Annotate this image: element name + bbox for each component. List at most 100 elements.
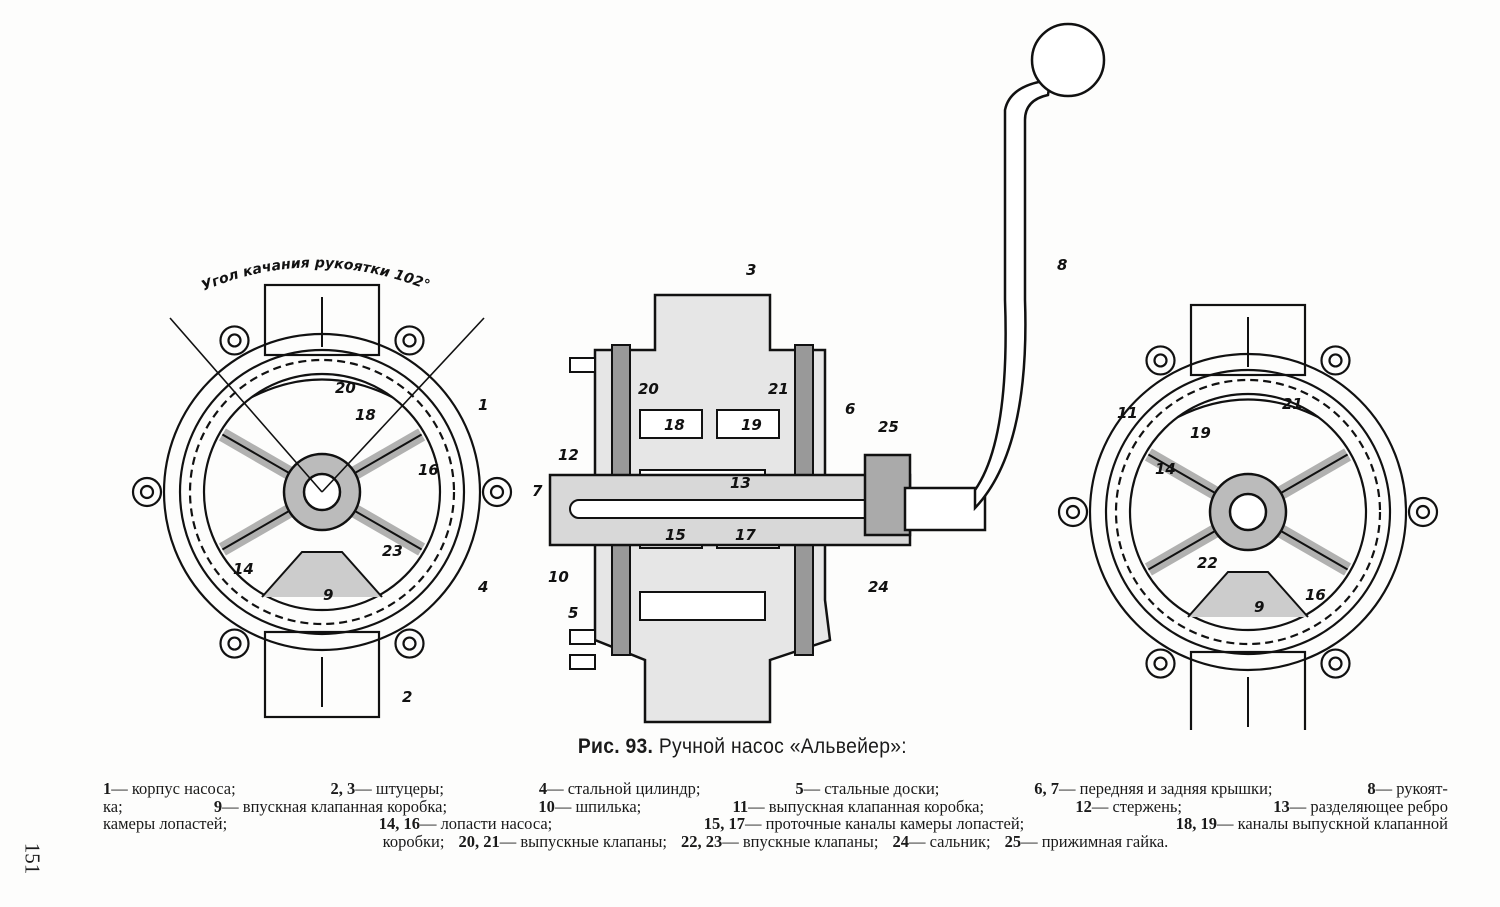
part-number-label: 16 (418, 461, 439, 479)
part-number-label: 18 (664, 416, 685, 434)
legend-part-description: — рукоят- (1375, 779, 1448, 798)
flange-lug (131, 476, 163, 508)
legend-part-number: 12 (1075, 796, 1092, 816)
legend-part-description: коробки; (382, 831, 445, 851)
figure-number: Рис. 93. (577, 735, 654, 758)
part-number-label: 13 (730, 474, 751, 492)
legend-part-number: 4 (538, 779, 548, 798)
part-number-label: 8 (1057, 256, 1067, 274)
legend-part-number: 20, 21 (458, 831, 500, 851)
legend-item: 2, 3— штуцеры; (331, 780, 444, 798)
part-number-label: 17 (735, 526, 756, 544)
outlet-port (263, 283, 381, 357)
part-number-label: 12 (558, 446, 579, 464)
legend-line: ка; 9— впускная клапанная коробка; 10— шпи… (103, 796, 1448, 816)
handle-knob (1030, 22, 1106, 98)
legend-part-number: 24 (892, 831, 909, 851)
legend-part-number: 11 (732, 796, 749, 816)
legend-part-number: 13 (1273, 796, 1290, 816)
legend-item: 10— шпилька; (538, 796, 642, 816)
part-number-label: 21 (1282, 395, 1303, 413)
part-number-label: 6 (845, 400, 855, 418)
part-number-label: 21 (768, 380, 789, 398)
legend-part-number: 14, 16 (378, 814, 420, 833)
flange-lug (1145, 648, 1176, 679)
part-number-label: 15 (665, 526, 686, 544)
legend-part-description: ка; (103, 796, 123, 816)
bolt-hole (1328, 353, 1343, 368)
legend-line: 1— корпус насоса;2, 3— штуцеры;4— стальн… (103, 780, 1448, 798)
legend-item: 4— стальной цилиндр; (539, 780, 701, 798)
legend-item: 18, 19— каналы выпускной клапанной (1176, 815, 1448, 833)
legend-item: 1— корпус насоса; (103, 780, 236, 798)
legend-item: 22, 23— впускные клапаны; (681, 831, 879, 851)
bolt-hole (139, 484, 155, 500)
flange-lug (1057, 496, 1089, 528)
cylinder-bore (202, 372, 442, 612)
legend-item: 24— сальник; (892, 831, 990, 851)
outlet-port (1189, 303, 1307, 377)
shaft (1228, 492, 1268, 532)
legend-part-description: — шпилька; (554, 796, 642, 816)
handle-lever (973, 78, 1052, 512)
legend-item: 13— разделяющее ребро (1273, 796, 1448, 816)
bolt-hole (1328, 656, 1343, 671)
part-number-label: 5 (568, 604, 578, 622)
pump-front-view-right (1057, 303, 1439, 730)
outlet-valve-box (1177, 398, 1319, 418)
bolt-hole (402, 636, 417, 651)
stud-bolt (569, 629, 596, 645)
part-number-label: 20 (638, 380, 659, 398)
legend-part-number: 25 (1004, 831, 1022, 851)
part-number-label: 2 (402, 688, 412, 706)
gland-nut (863, 453, 912, 537)
legend-part-description: — штуцеры; (355, 779, 444, 798)
inlet-chamber (639, 591, 766, 621)
legend-part-number: 15, 17 (703, 814, 745, 833)
part-number-label: 24 (868, 578, 889, 596)
legend-part-description: — каналы выпускной клапанной (1216, 814, 1448, 833)
part-number-label: 22 (1197, 554, 1218, 572)
legend-item: 20, 21— выпускные клапаны; (458, 831, 667, 851)
legend-part-description: — выпускные клапаны; (499, 831, 667, 851)
part-number-label: 10 (548, 568, 569, 586)
channel-19 (716, 409, 780, 439)
figure-title: Ручной насос «Альвейер»: (658, 735, 907, 758)
legend-part-description: камеры лопастей; (103, 814, 228, 833)
figure-caption: Рис. 93. Ручной насос «Альвейер»: (52, 735, 1432, 759)
legend-item: 9— впускная клапанная коробка; (214, 797, 447, 816)
part-number-label: 25 (878, 418, 899, 436)
part-number-label: 4 (477, 578, 488, 596)
angle-note: Угол качания рукоятки 102° (199, 255, 432, 294)
part-number-label: 7 (532, 482, 543, 500)
flange-lug (219, 628, 250, 659)
bolt-hole (489, 484, 505, 500)
flange-lug (1145, 345, 1176, 376)
part-number-label: 9 (1254, 598, 1264, 616)
legend-item: 15, 17— проточные каналы камеры лопастей… (704, 815, 1025, 833)
stud-bolt (569, 654, 596, 670)
legend-part-description: — разделяющее ребро (1289, 796, 1448, 816)
legend-part-description: — впускные клапаны; (722, 831, 879, 851)
bolt-hole (227, 636, 242, 651)
legend-part-description: — стальные доски; (803, 779, 940, 798)
handle-hub (903, 486, 987, 532)
flange-lug (1320, 648, 1351, 679)
part-number-label: 14 (233, 560, 254, 578)
legend-part-description: — стальной цилиндр; (547, 779, 701, 798)
channel-18 (639, 409, 703, 439)
pump-front-view-left (131, 283, 513, 719)
legend-item: 6, 7— передняя и задняя крышки; (1034, 780, 1272, 798)
bolt-hole (1153, 656, 1168, 671)
legend-part-description: — лопасти насоса; (419, 814, 553, 833)
figure-legend: 1— корпус насоса;2, 3— штуцеры;4— стальн… (103, 780, 1448, 850)
bolt-hole (1065, 504, 1081, 520)
flange-lug (394, 325, 425, 356)
steel-cylinder (188, 358, 456, 626)
legend-part-description: — проточные каналы камеры лопастей; (744, 814, 1025, 833)
inlet-valve-box (261, 551, 383, 598)
page-number: 151 (20, 842, 45, 875)
bolt-hole (227, 333, 242, 348)
